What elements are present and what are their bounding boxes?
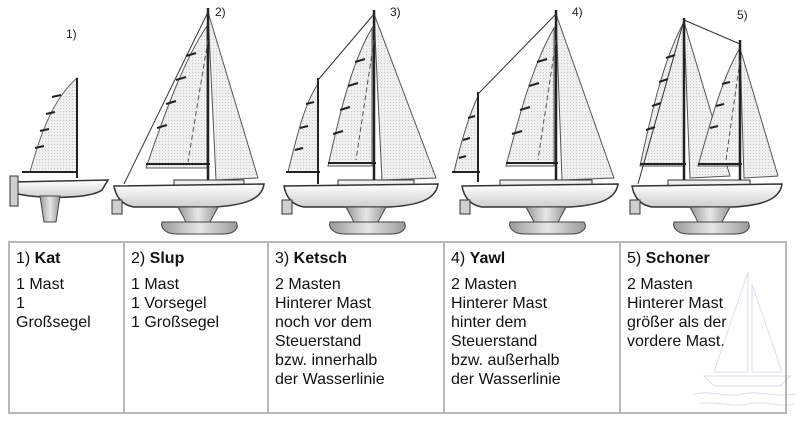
kat-hull [10,179,110,199]
slup-number: 2) [131,250,150,267]
yawl-line: 2 Masten [451,276,517,293]
ketsch-jib [373,13,437,181]
kat-name: Kat [34,250,61,267]
slup-mainsail [145,24,208,169]
slup-line: 1 Großsegel [131,314,220,331]
boat-slup-marker: 2) [215,5,226,19]
kat-number: 1) [16,250,35,267]
boat-yawl-marker: 4) [572,5,583,19]
schoner-number: 5) [627,250,646,267]
table-cell-ketsch: 3) Ketsch 2 Masten Hinterer Mast noch vo… [267,241,445,414]
yawl-line: der Wasserlinie [451,371,561,388]
slup-hull [113,183,265,208]
ketsch-line: 2 Masten [275,276,341,293]
kat-mainsail [29,76,78,173]
yawl-number: 4) [451,250,470,267]
slup-line: 1 Mast [131,276,180,293]
ketsch-hull [283,183,439,208]
ketsch-line: Steuerstand [275,333,362,350]
yawl-line: bzw. außerhalb [451,352,560,369]
yawl-jib [555,13,615,181]
yawl-hull [461,183,619,208]
boat-ketsch-marker: 3) [390,5,401,19]
yawl-line: hinter dem [451,314,527,331]
ketsch-line: noch vor dem [275,314,372,331]
yawl-line: Steuerstand [451,333,538,350]
schoner-line: Hinterer Mast [627,295,724,312]
schoner-mainsail [697,46,741,167]
ketsch-line: Hinterer Mast [275,295,372,312]
slup-jib [207,11,259,181]
schoner-name: Schoner [645,250,710,267]
slup-name: Slup [149,250,185,267]
yawl-line: Hinterer Mast [451,295,548,312]
ketsch-line: der Wasserlinie [275,371,385,388]
schoner-line: 2 Masten [627,276,693,293]
boat-kat: 1) [9,27,110,223]
rig-types-table: 1) Kat 1 Mast 1 Großsegel 2) Slup 1 Mast… [8,241,787,414]
ketsch-line: bzw. innerhalb [275,352,378,369]
table-cell-kat: 1) Kat 1 Mast 1 Großsegel [8,241,125,414]
boat-yawl: 4) [452,5,619,235]
kat-line: 1 Mast [16,276,65,293]
table-cell-schoner: 5) Schoner 2 Masten Hinterer Mast größer… [619,241,787,414]
boat-schoner-marker: 5) [737,8,748,22]
boat-slup: 2) [111,5,265,235]
yawl-mizzen [453,95,479,173]
boat-ketsch: 3) [281,5,439,235]
schoner-hull [631,183,783,208]
ketsch-number: 3) [275,250,294,267]
kat-line: 1 [16,295,25,312]
boat-kat-marker: 1) [66,27,77,41]
sailboat-watermark [693,271,797,406]
schoner-jib2 [739,47,779,179]
schoner-line: größer als der [627,314,727,331]
ketsch-name: Ketsch [293,250,348,267]
boat-schoner: 5) [629,8,783,235]
table-cell-slup: 2) Slup 1 Mast 1 Vorsegel 1 Großsegel [123,241,269,414]
schoner-line: vordere Mast. [627,333,725,350]
kat-line: Großsegel [16,314,91,331]
table-cell-yawl: 4) Yawl 2 Masten Hinterer Mast hinter de… [443,241,621,414]
yawl-mainsail [505,26,555,167]
boat-illustrations: 1) 2) 3) [9,5,783,235]
yawl-name: Yawl [469,250,506,267]
slup-line: 1 Vorsegel [131,295,207,312]
